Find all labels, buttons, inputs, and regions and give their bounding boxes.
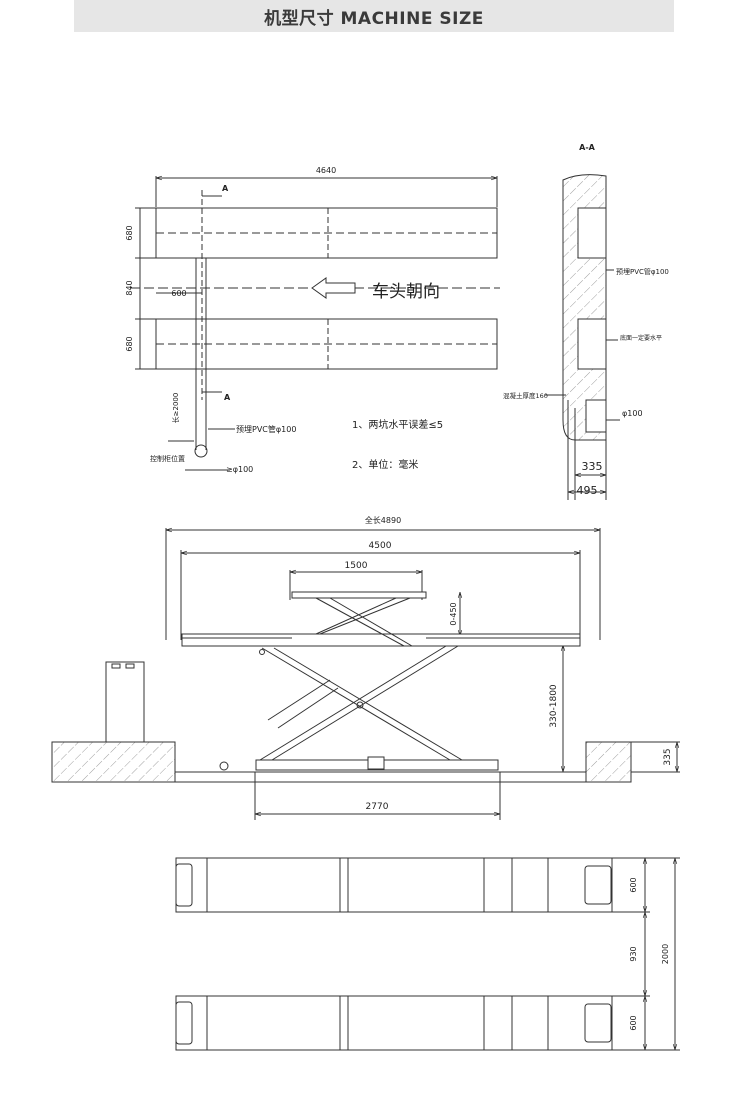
page-title: 机型尺寸 MACHINE SIZE (264, 8, 484, 29)
pit-depth-label: 335 (663, 748, 673, 765)
top-view-labels: 4640 680 840 680 600 A A 车头朝向 长≥2000 预埋P… (125, 166, 443, 474)
runway-plan-bottom (175, 995, 613, 1051)
section-mark-top: A (222, 184, 229, 193)
bottom-view (175, 857, 680, 1051)
section-view (545, 174, 620, 500)
aux-lift-label: 0-450 (449, 602, 458, 625)
top-table-label: 1500 (345, 561, 368, 571)
platform-length-label: 4500 (369, 541, 392, 551)
pipe-dia-label: ≥φ100 (226, 465, 253, 474)
dim-930-label: 930 (629, 946, 638, 961)
section-view-labels: A-A 预埋PVC管φ100 底面一定要水平 混凝土厚度160 φ100 335… (503, 143, 669, 497)
section-dim-335: 335 (582, 460, 603, 473)
pipe-label: 预埋PVC管φ100 (236, 424, 296, 434)
section-floor-label: 底面一定要水平 (620, 334, 662, 342)
control-box-label: 控制柜位置 (150, 454, 185, 463)
dim-total-label: 2000 (661, 944, 670, 964)
base-length-label: 2770 (366, 802, 389, 812)
section-pipe-dia: φ100 (622, 409, 643, 418)
dim-gap-label: 840 (125, 280, 134, 295)
direction-label: 车头朝向 (372, 282, 440, 302)
page-header: 机型尺寸 MACHINE SIZE (74, 0, 674, 32)
side-view-labels: 全长4890 4500 1500 0-450 330-1800 335 2770 (345, 515, 673, 812)
total-length-label: 全长4890 (365, 515, 401, 525)
section-dim-495: 495 (577, 484, 598, 497)
dim-width-bottom-label: 680 (125, 336, 134, 351)
section-concrete-label: 混凝土厚度160 (503, 391, 548, 400)
dim-600-top-label: 600 (629, 877, 638, 892)
note-1: 1、两坑水平误差≤5 (352, 418, 443, 431)
dim-600-bottom-label: 600 (629, 1015, 638, 1030)
dim-width-top-label: 680 (125, 225, 134, 240)
pipe-length-label: 长≥2000 (171, 393, 180, 424)
dim-offset-label: 600 (171, 289, 186, 298)
section-mark-bottom: A (224, 393, 231, 402)
note-2: 2、单位：毫米 (352, 458, 418, 471)
runway-plan-top (175, 857, 613, 913)
bottom-view-labels: 600 930 600 2000 (629, 877, 670, 1030)
top-view (130, 176, 500, 471)
side-view (51, 528, 680, 820)
lift-height-label: 330-1800 (549, 684, 559, 728)
section-title: A-A (579, 143, 596, 152)
section-pvc-label: 预埋PVC管φ100 (616, 267, 669, 276)
dim-length-label: 4640 (316, 166, 336, 175)
